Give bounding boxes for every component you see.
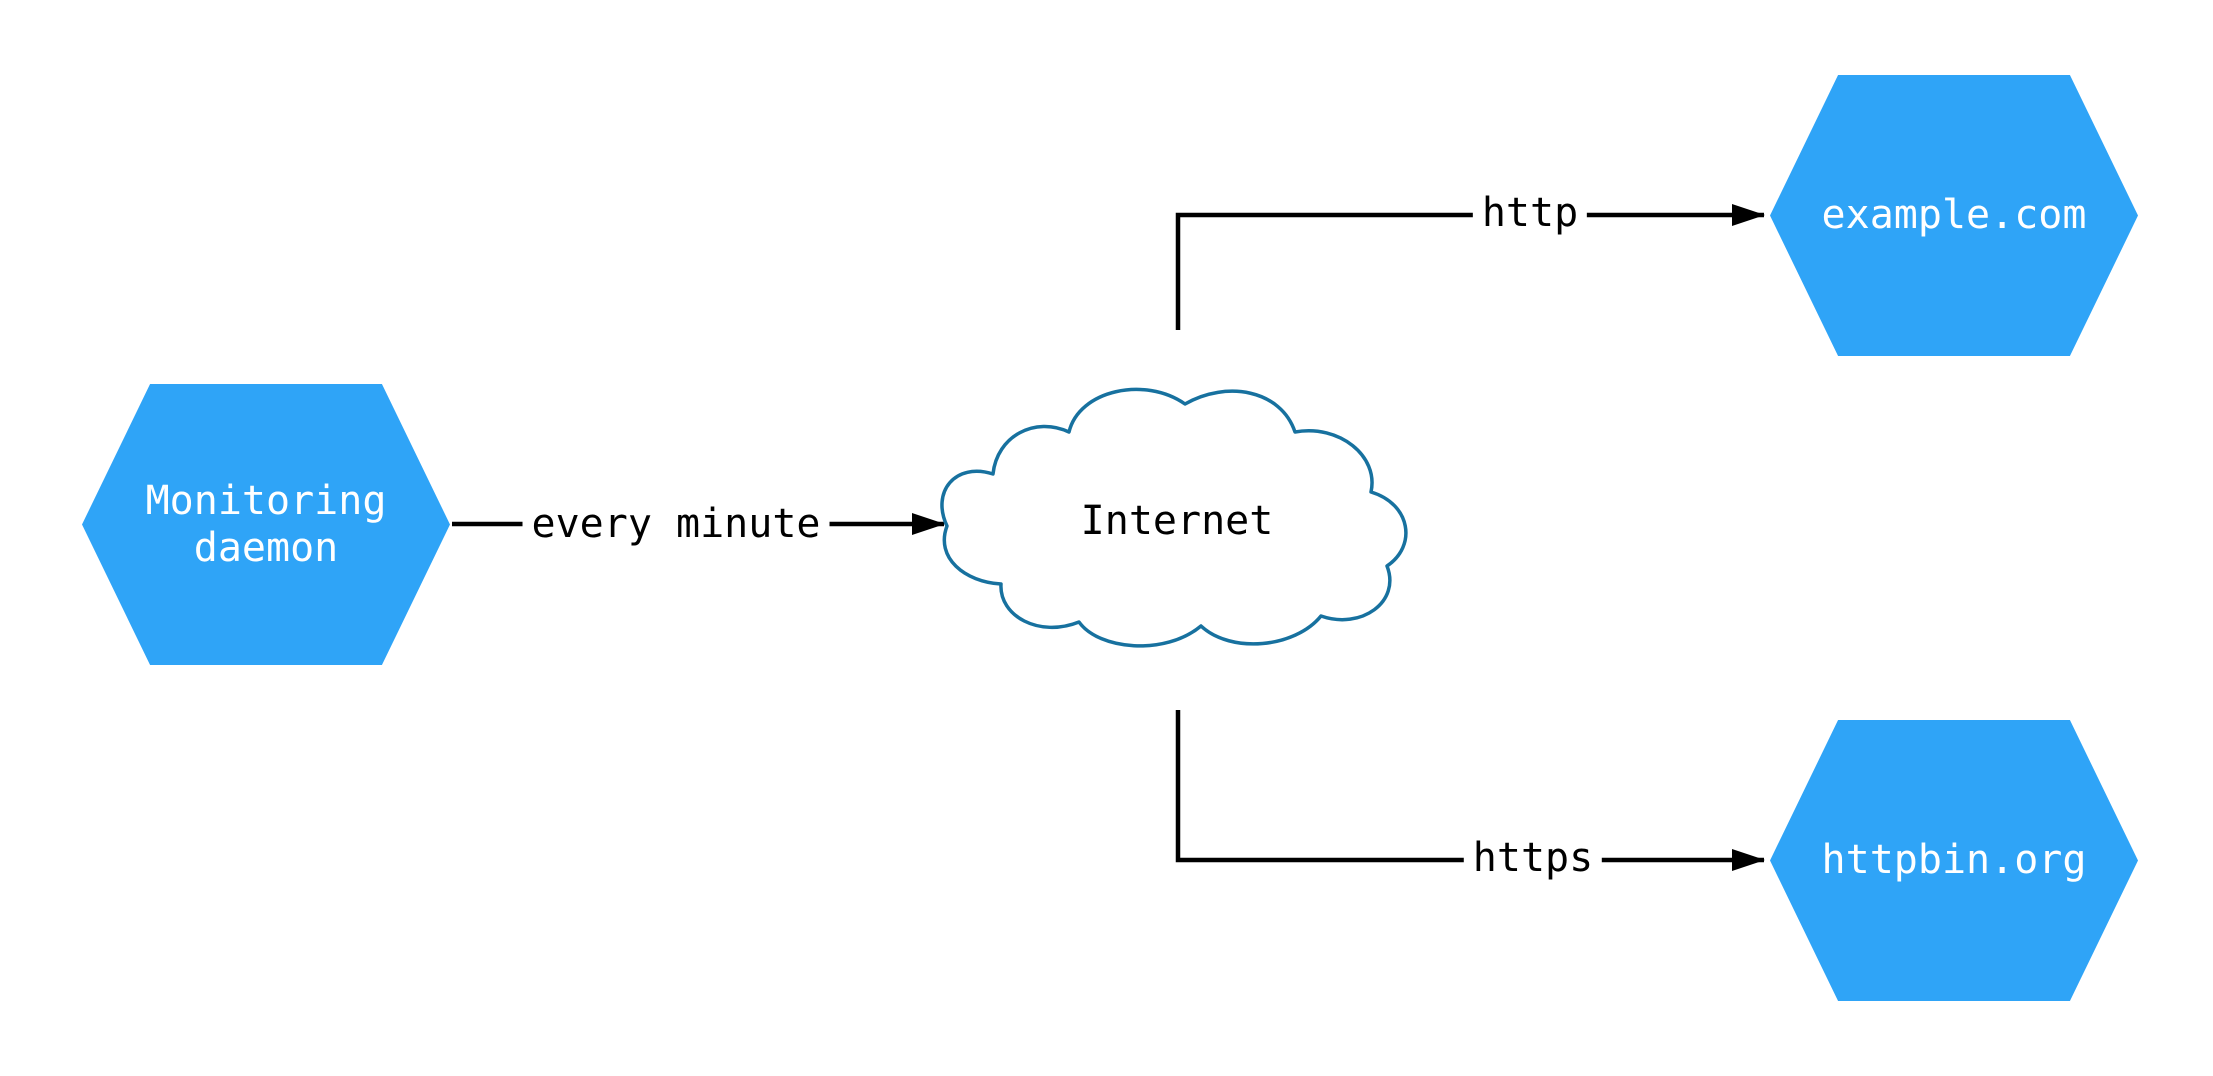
node-label-line: Monitoring [145, 477, 387, 524]
node-httpbin-org: httpbin.org [1770, 720, 2138, 1001]
edge-label-every-minute: every minute [522, 501, 830, 547]
internet-cloud-shape [940, 387, 1408, 648]
node-monitoring-daemon-label: Monitoring daemon [146, 478, 387, 572]
node-monitoring-daemon: Monitoring daemon [82, 384, 450, 665]
node-httpbin-org-label: httpbin.org [1821, 837, 2087, 883]
node-label-line: daemon [193, 524, 339, 571]
edge-internet-to-example [1175, 204, 1765, 330]
node-example-com-label: example.com [1821, 192, 2087, 238]
edge-label-https: https [1463, 835, 1603, 881]
edge-label-http: http [1472, 190, 1588, 236]
node-internet-label: Internet [1080, 498, 1274, 544]
node-example-com: example.com [1770, 75, 2138, 356]
